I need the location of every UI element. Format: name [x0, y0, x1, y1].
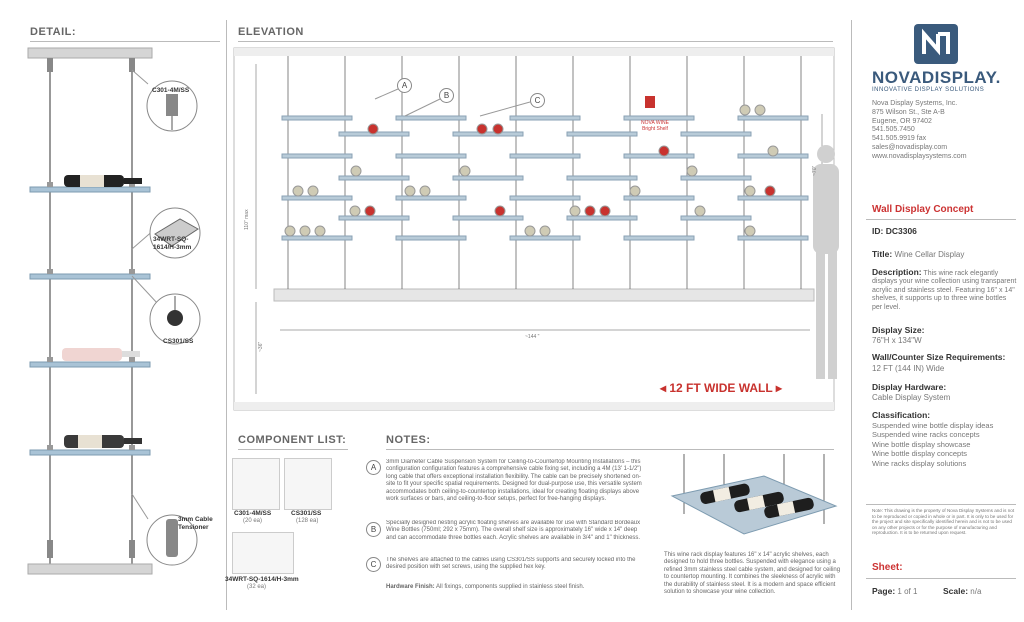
detail-label-shelf-support: 34WRT-SQ-1614/H-3mm	[153, 236, 192, 251]
disclaimer-rule	[866, 504, 1016, 505]
wall-banner: ◂ 12 FT WIDE WALL ▸	[660, 381, 782, 395]
address-line-7: www.novadisplaysystems.com	[872, 152, 967, 160]
wall-size-label: Wall/Counter Size Requirements:	[872, 352, 1006, 362]
address-line-4: 541.505.7450	[872, 126, 915, 134]
note-c-letter: C	[366, 557, 381, 572]
company-logo-brand: NOVADISPLAY.	[872, 68, 1001, 87]
elevation-header: ELEVATION	[238, 26, 304, 38]
classification-item: Wine bottle display concepts	[872, 449, 968, 459]
component-qty-c301: (20 ea)	[243, 518, 263, 524]
concept-description-value: This wine rack elegantly displays your w…	[872, 270, 1017, 311]
display-size-label: Display Size:	[872, 325, 925, 335]
sheet-page-value: 1 of 1	[897, 587, 918, 596]
classification-label: Classification:	[872, 410, 931, 420]
component-tile-shelf	[232, 532, 294, 574]
photo-caption: This wine rack display features 16" x 14…	[664, 552, 841, 596]
elevation-counter-height: ~36"	[258, 341, 264, 352]
note-a-letter: A	[366, 460, 381, 475]
elevation-callout-a: A	[397, 78, 412, 93]
company-address: Nova Display Systems, Inc. 875 Wilson St…	[872, 100, 1012, 162]
wall-banner-text: 12 FT WIDE WALL	[669, 381, 773, 395]
sheet-label: Sheet:	[872, 562, 903, 573]
classification-item: Wine racks display solutions	[872, 458, 967, 468]
elevation-width: ~144 "	[525, 334, 540, 340]
concept-description-label: Description:	[872, 267, 922, 277]
component-qty-cs301: (128 ea)	[296, 518, 319, 524]
concept-id-value: DC3306	[885, 226, 917, 236]
concept-title-label: Title:	[872, 249, 893, 259]
concept-id-label: ID:	[872, 226, 884, 236]
component-tile-c301	[232, 458, 280, 510]
classification-item: Suspended wine bottle display ideas	[872, 421, 994, 430]
sheet-scale-value: n/a	[970, 587, 982, 596]
address-line-3: Eugene, OR 97402	[872, 117, 932, 125]
hardware-label: Display Hardware:	[872, 382, 947, 392]
hardware-finish-label: Hardware Finish:	[386, 584, 435, 590]
elevation-drawing	[233, 47, 839, 411]
notes-header: NOTES:	[386, 434, 431, 446]
hardware-finish-text: All fixings, components supplied in stai…	[436, 584, 585, 590]
elevation-callout-c: C	[530, 93, 545, 108]
wall-size-value: 12 FT (144 IN) Wide	[872, 364, 945, 373]
detail-label-c301: C301-4M/SS	[152, 87, 190, 94]
note-b-text: Specially designed nesting acrylic float…	[386, 520, 641, 541]
elevation-height-max: 110" max	[244, 209, 250, 230]
concept-title-row: Title: Wine Cellar Display	[872, 249, 964, 260]
component-name-c301: C301-4M/SS	[234, 510, 272, 517]
component-name-cs301: CS301/SS	[291, 510, 322, 517]
sidebar-divider	[851, 20, 852, 610]
product-render	[670, 454, 838, 535]
disclaimer-text: Note: This drawing is the property of No…	[872, 508, 1015, 536]
sheet-scale: Scale: n/a	[943, 586, 981, 597]
note-a-text: 3mm Diameter Cable Suspension System for…	[386, 459, 642, 503]
sheet-rule	[866, 578, 1016, 579]
address-line-6: sales@novadisplay.com	[872, 143, 948, 151]
notes-header-rule	[386, 449, 834, 450]
address-line-2: 875 Wilson St., Ste A-B	[872, 108, 945, 116]
address-line-1: Nova Display Systems, Inc.	[872, 100, 958, 107]
components-header-rule	[238, 449, 348, 450]
component-name-shelf: 34WRT-SQ-1614/H-3mm	[225, 576, 299, 583]
classification-item: Wine bottle display showcase	[872, 439, 971, 449]
sheet-page-label: Page:	[872, 586, 896, 596]
note-c-text: The shelves are attached to the cables u…	[386, 557, 636, 571]
components-header: COMPONENT LIST:	[238, 434, 347, 446]
component-tile-cs301	[284, 458, 332, 510]
hardware-value: Cable Display System	[872, 393, 951, 402]
classification-item: Suspended wine racks concepts	[872, 430, 980, 440]
address-line-5: 541.505.9919 fax	[872, 135, 927, 143]
elevation-callout-b: B	[439, 88, 454, 103]
hardware-finish: Hardware Finish: All fixings, components…	[386, 584, 648, 591]
concept-description: Description: This wine rack elegantly di…	[872, 268, 1018, 312]
detail-header-rule	[30, 41, 220, 42]
detail-label-cs301: CS301/SS	[163, 338, 194, 345]
detail-label-tensioner: 3mm Cable Tensioner	[178, 516, 213, 531]
elevation-sign-text: NOVA WINE Bright Shelf	[641, 120, 669, 132]
elevation-figure-height: ~70"	[812, 165, 818, 176]
detail-drawing	[27, 47, 201, 575]
panel-divider	[226, 20, 227, 610]
note-b-letter: B	[366, 522, 381, 537]
concept-title-value: Wine Cellar Display	[894, 250, 965, 259]
company-logo-tagline: INNOVATIVE DISPLAY SOLUTIONS	[872, 87, 985, 93]
display-size-value: 76"H x 134"W	[872, 336, 922, 345]
detail-header: DETAIL:	[30, 26, 77, 38]
elevation-header-rule	[238, 41, 833, 42]
sheet-page: Page: 1 of 1	[872, 586, 917, 597]
concept-title: Wall Display Concept	[872, 204, 974, 215]
company-logo-icon	[914, 24, 958, 64]
concept-id: ID: DC3306	[872, 226, 917, 236]
sheet-scale-label: Scale:	[943, 586, 969, 596]
concept-rule	[866, 219, 1016, 220]
classification-list: Suspended wine bottle display ideas Susp…	[872, 421, 1018, 468]
component-qty-shelf: (32 ea)	[247, 584, 267, 590]
